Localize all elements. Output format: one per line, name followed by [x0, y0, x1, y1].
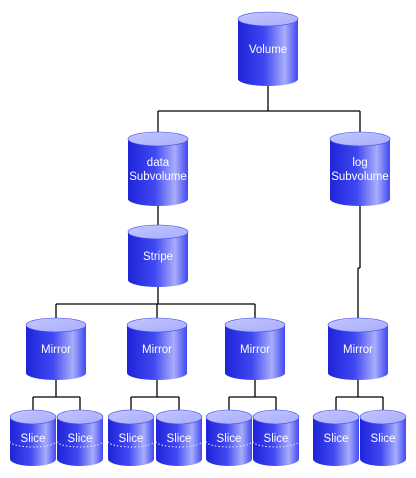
node-label: Subvolume: [129, 171, 187, 183]
cylinder-body: [156, 417, 202, 466]
slice-band: [252, 441, 300, 448]
node-slice-2: Slice: [56, 409, 104, 466]
node-label: Stripe: [143, 251, 173, 263]
slice-band: [205, 441, 253, 448]
node-label: Mirror: [343, 344, 373, 356]
connector-log-subvolume: [357, 206, 361, 321]
cylinder-top: [107, 409, 155, 425]
slice-band: [56, 441, 104, 448]
cylinder-body: [206, 417, 252, 466]
cylinder-body: [360, 417, 406, 466]
connector-stripe: [55, 287, 256, 321]
cylinder-top: [327, 317, 389, 333]
cylinder-top: [126, 317, 188, 333]
cylinder-top: [25, 317, 87, 333]
node-mirror-3: Mirror: [224, 317, 286, 380]
cylinder-body: [313, 417, 359, 466]
node-label: log: [352, 157, 367, 169]
connector-mirror-4: [335, 380, 384, 413]
connector-volume: [157, 86, 361, 135]
node-slice-4: Slice: [155, 409, 203, 466]
slice-band: [9, 441, 57, 448]
cylinder-body: [108, 417, 154, 466]
cylinder-top: [9, 409, 57, 425]
node-label: Slice: [167, 433, 192, 445]
cylinder-top: [329, 131, 391, 147]
node-label: Mirror: [41, 344, 71, 356]
node-volume: Volume: [237, 11, 299, 86]
cylinder-top: [252, 409, 300, 425]
cylinder-top: [312, 409, 360, 425]
storage-nodes: VolumedataSubvolumelogSubvolumeStripeMir…: [9, 11, 407, 466]
node-label: Slice: [68, 433, 93, 445]
node-label: Slice: [21, 433, 46, 445]
cylinder-top: [205, 409, 253, 425]
cylinder-body: [328, 325, 388, 380]
cylinder-top: [127, 224, 189, 240]
node-slice-8: Slice: [359, 409, 407, 466]
cylinder-body: [330, 139, 390, 206]
cylinder-body: [238, 19, 298, 86]
node-label: Slice: [119, 433, 144, 445]
slice-band: [107, 441, 155, 448]
cylinder-top: [224, 317, 286, 333]
node-label: Slice: [264, 433, 289, 445]
cylinder-top: [127, 131, 189, 147]
cylinder-top: [56, 409, 104, 425]
connector-mirror-2: [130, 380, 180, 413]
cylinder-body: [128, 139, 188, 206]
node-label: Slice: [371, 433, 396, 445]
node-slice-5: Slice: [205, 409, 253, 466]
node-mirror-2: Mirror: [126, 317, 188, 380]
node-mirror-1: Mirror: [25, 317, 87, 380]
node-slice-7: Slice: [312, 409, 360, 466]
cylinder-body: [128, 232, 188, 287]
node-slice-1: Slice: [9, 409, 57, 466]
node-mirror-4: Mirror: [327, 317, 389, 380]
node-slice-3: Slice: [107, 409, 155, 466]
node-label: Slice: [217, 433, 242, 445]
node-label: Mirror: [142, 344, 172, 356]
node-label: Volume: [249, 44, 287, 56]
node-slice-6: Slice: [252, 409, 300, 466]
node-label: Slice: [324, 433, 349, 445]
node-label: Mirror: [240, 344, 270, 356]
cylinder-body: [10, 417, 56, 466]
cylinder-body: [253, 417, 299, 466]
node-label: data: [147, 157, 170, 169]
cylinder-top: [155, 409, 203, 425]
node-label: Subvolume: [331, 171, 389, 183]
node-stripe: Stripe: [127, 224, 189, 287]
connector-mirror-3: [228, 380, 277, 413]
cylinder-body: [225, 325, 285, 380]
cylinder-body: [127, 325, 187, 380]
connector-lines: [32, 86, 384, 413]
cylinder-body: [57, 417, 103, 466]
cylinder-body: [26, 325, 86, 380]
cylinder-top: [237, 11, 299, 27]
cylinder-top: [359, 409, 407, 425]
connector-mirror-1: [32, 380, 81, 413]
slice-band: [155, 441, 203, 448]
